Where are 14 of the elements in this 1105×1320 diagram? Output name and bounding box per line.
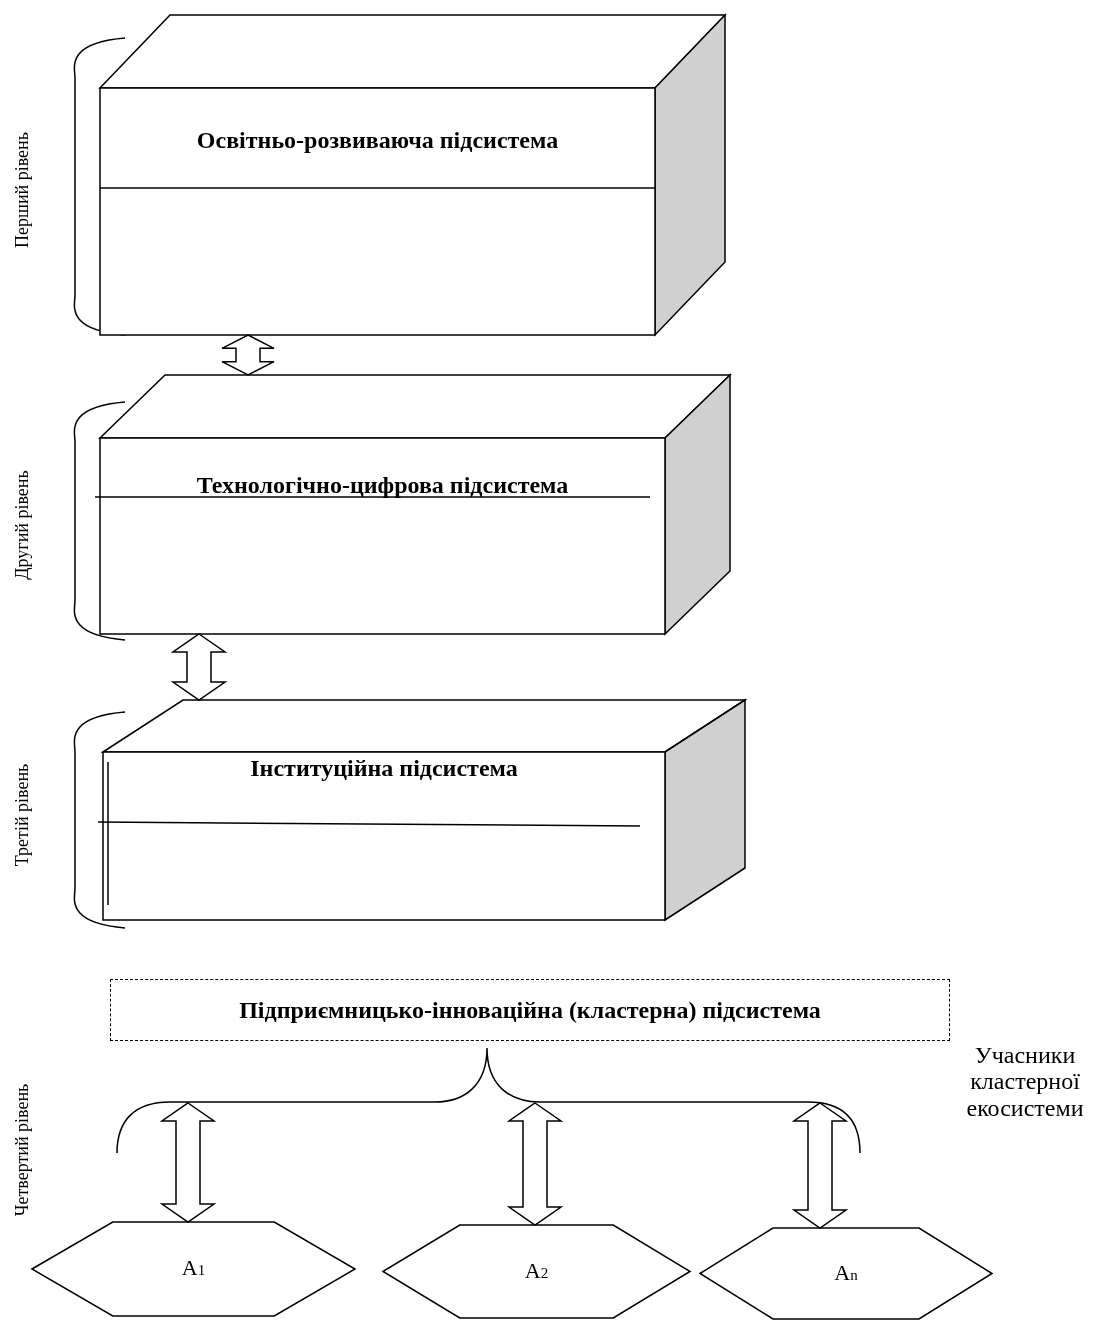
double-arrow (221, 334, 275, 376)
box-title: Освітньо-розвиваюча підсистема (195, 126, 560, 155)
double-arrow (170, 633, 228, 701)
dashed-box: Підприємницько-інноваційна (кластерна) підсистема (110, 979, 950, 1041)
double-arrow (791, 1102, 849, 1229)
side-note: Учасники кластерної екосистеми (965, 1042, 1085, 1122)
level-label: Другий рівень (11, 470, 33, 580)
level-label: Третій рівень (11, 763, 33, 867)
box-title: Технологічно-цифрова підсистема (195, 471, 570, 500)
double-arrow (159, 1102, 217, 1223)
level-label: Четвертий рівень (11, 1083, 33, 1217)
double-arrow (506, 1102, 564, 1226)
box-title: Інституційна підсистема (249, 754, 519, 783)
level-label: Перший рівень (11, 132, 33, 248)
